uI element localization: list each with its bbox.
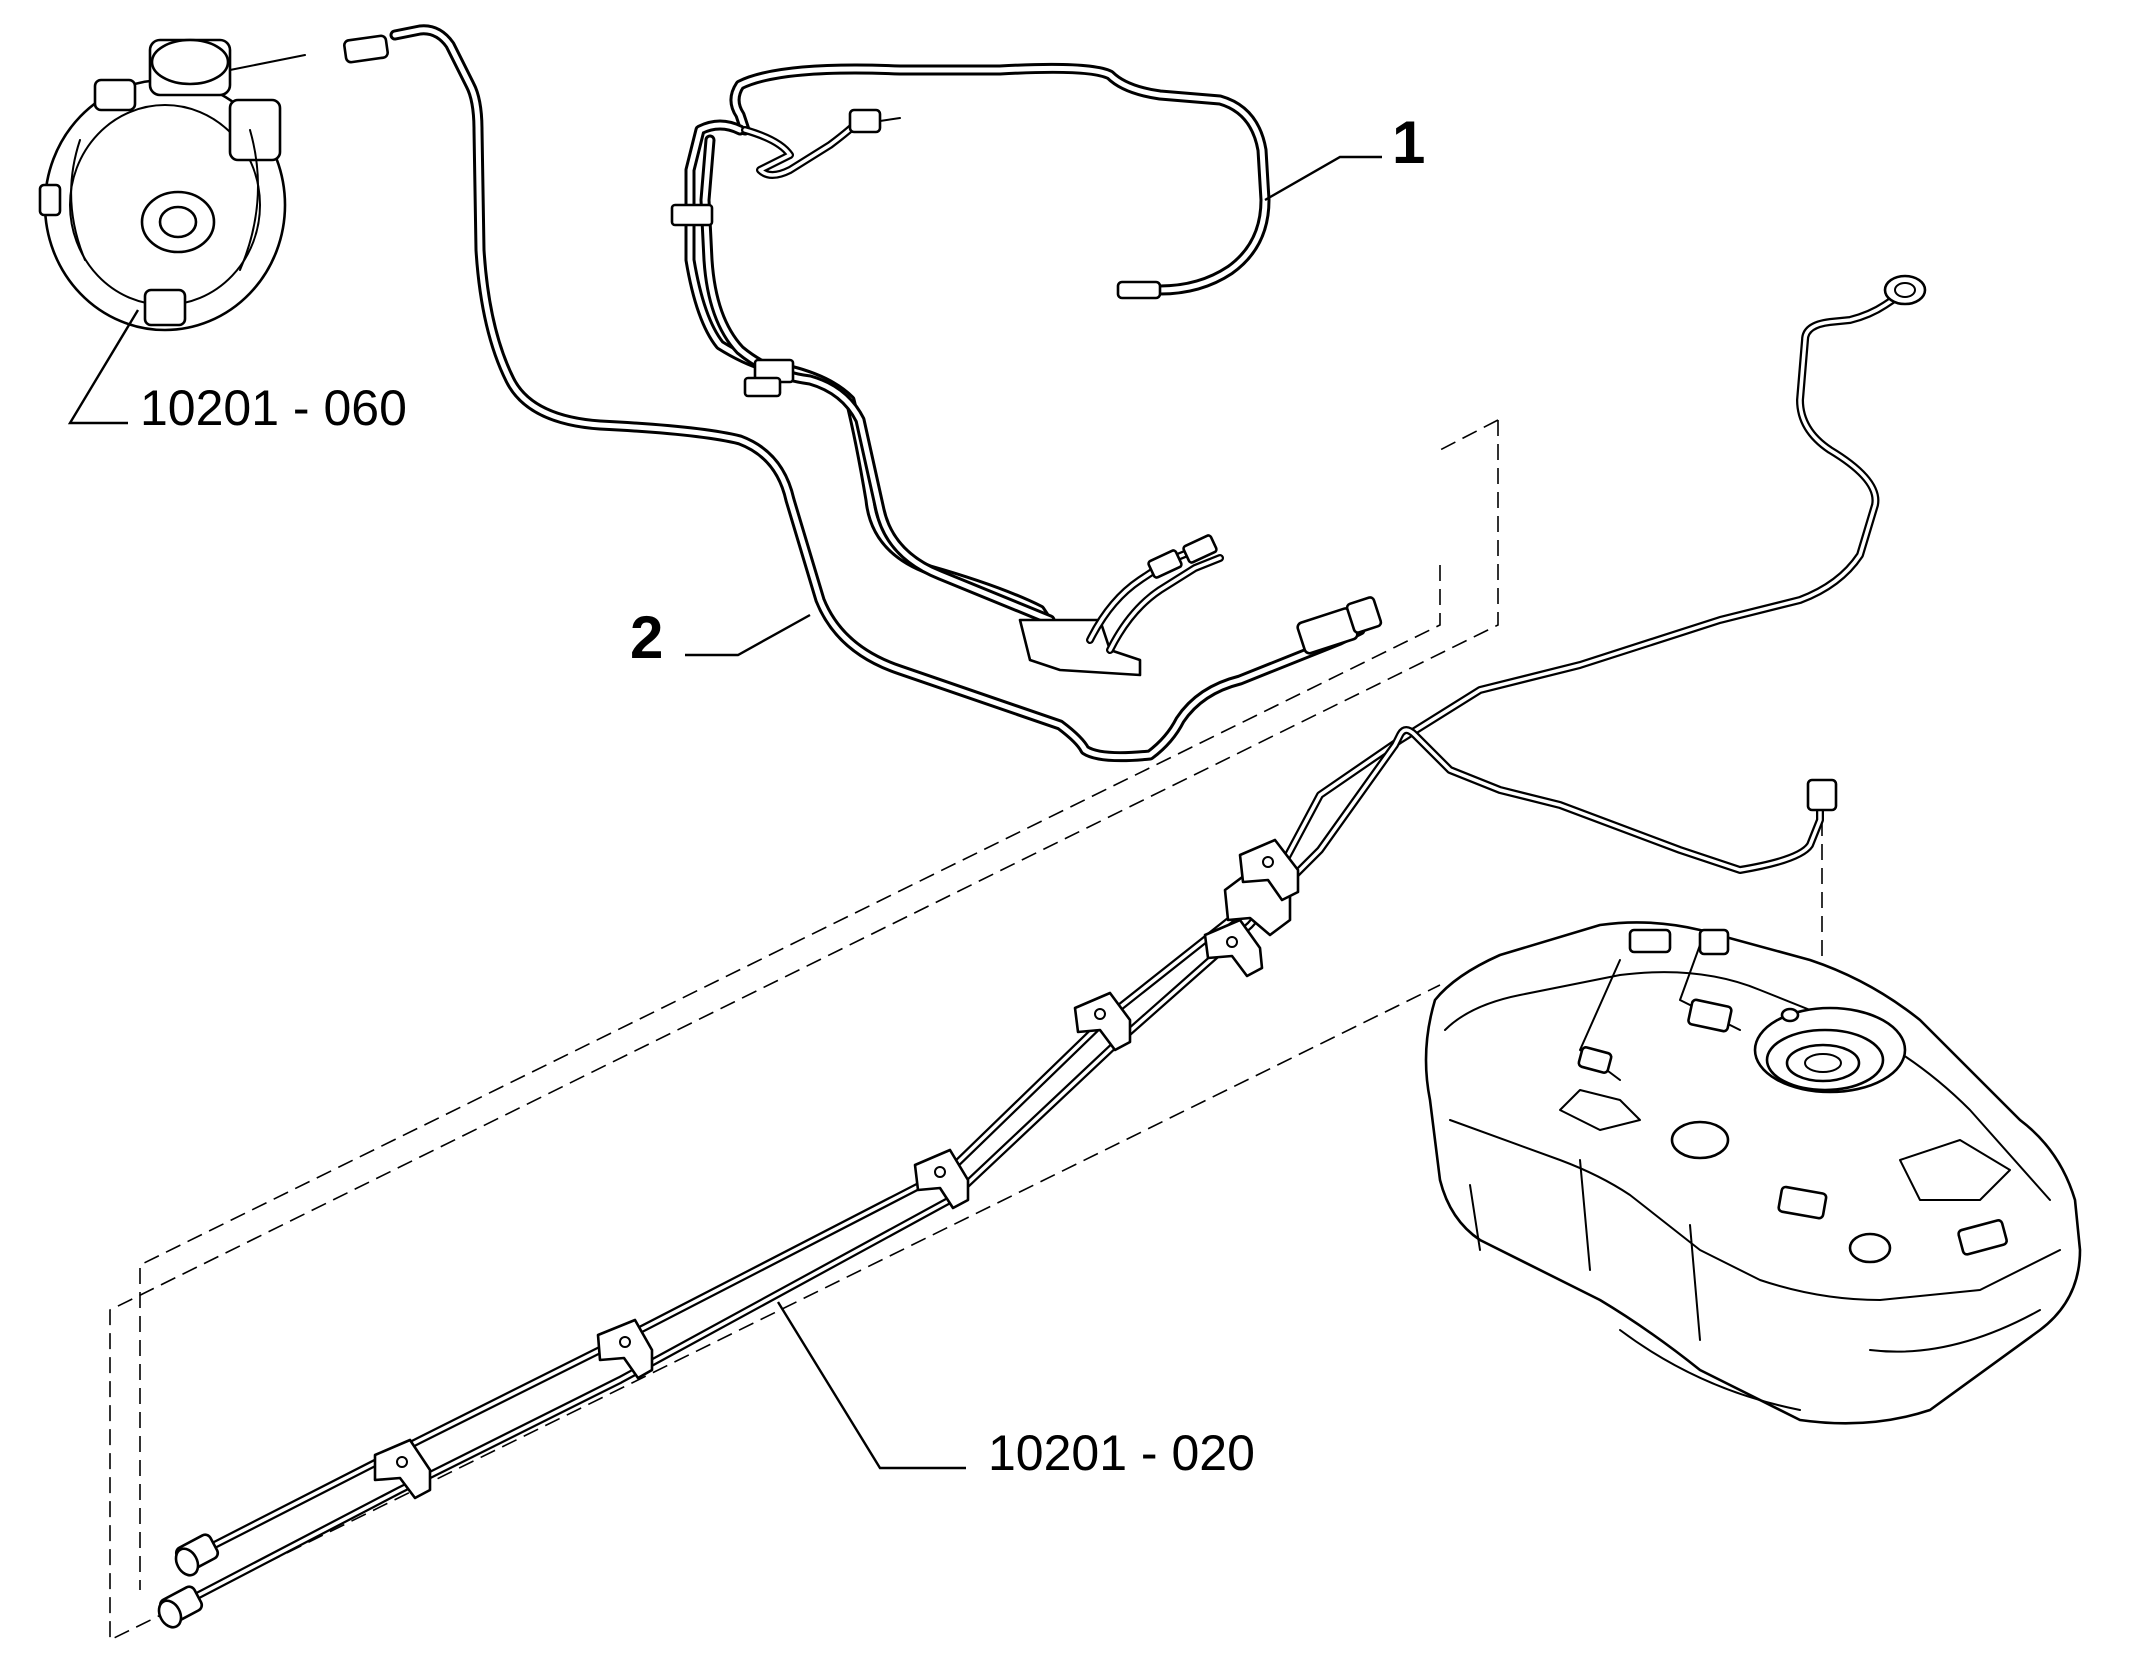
pipe-clip-icon xyxy=(913,1148,970,1210)
pressure-reducer-icon xyxy=(38,38,306,332)
fuel-tank-icon xyxy=(1424,921,2082,1425)
pipe-clip-icon xyxy=(743,376,782,398)
pipe-clip-icon xyxy=(1203,918,1264,978)
reducer-ref-label: 10201 - 060 xyxy=(140,380,407,436)
part-1-label: 1 xyxy=(1392,109,1425,176)
pipe-2 xyxy=(343,24,1383,763)
pipe-clip-icon xyxy=(670,203,714,227)
pipe-fitting-icon xyxy=(848,108,882,134)
pipe-fitting-icon xyxy=(343,34,389,64)
part-2-label: 2 xyxy=(630,604,663,671)
pipe-fitting-icon xyxy=(157,1533,220,1629)
pipe-1 xyxy=(670,62,1271,677)
supply-pipe xyxy=(157,274,1927,1629)
supply-pipe-ref-label: 10201 - 020 xyxy=(988,1425,1255,1481)
pipe-fitting-icon xyxy=(1147,549,1183,579)
pipe-fitting-icon xyxy=(1883,274,1927,306)
reducer-leader xyxy=(67,309,140,425)
pipe-clip-icon xyxy=(1073,991,1132,1052)
pipe-clip-icon xyxy=(596,1318,654,1380)
part-2-leader xyxy=(685,613,811,657)
pipe-clip-icon xyxy=(1238,838,1300,902)
part-1-leader xyxy=(1264,155,1382,202)
supply-pipe-leader xyxy=(776,1301,966,1470)
pipe-clip-icon xyxy=(373,1438,432,1500)
